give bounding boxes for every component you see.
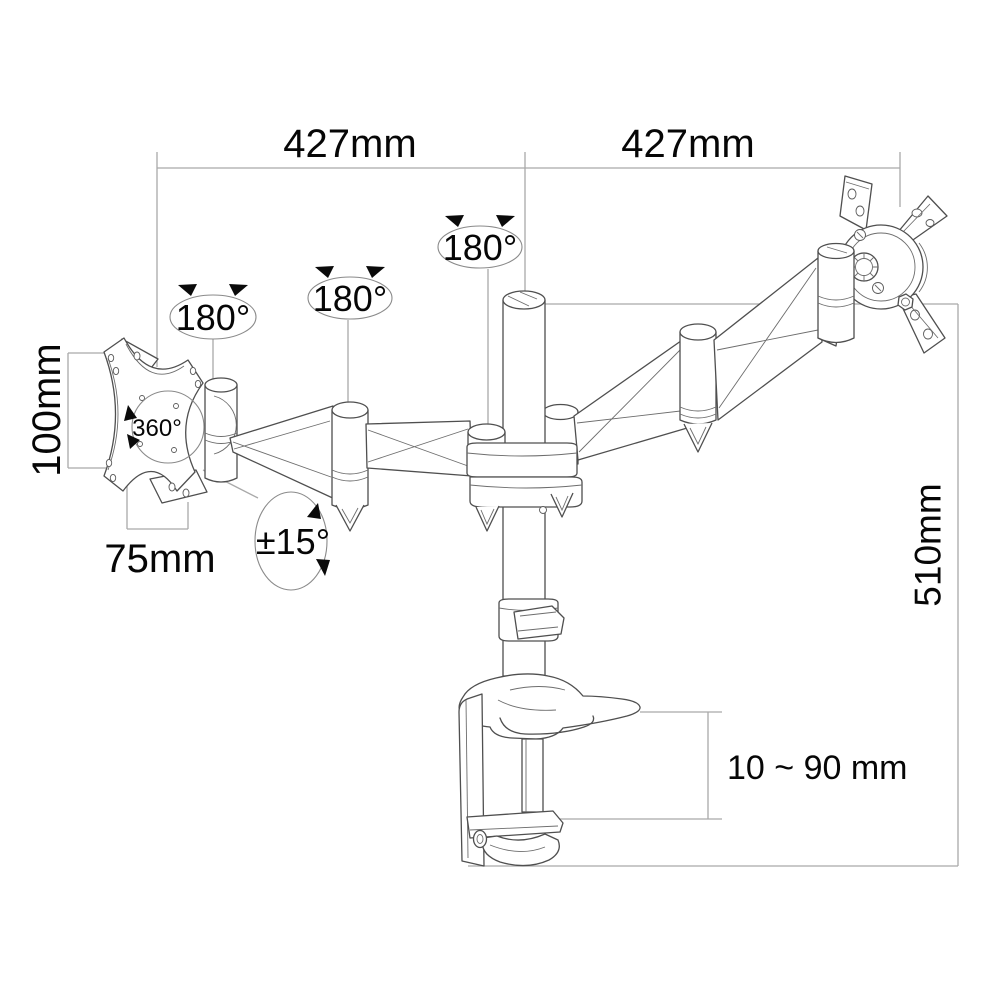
joint-column-rotation-label: 180° — [443, 227, 517, 268]
upper-arm-right-segment — [713, 257, 823, 421]
clamp-knob — [472, 829, 488, 849]
annotations: 360° 180° 180° 180° ±15° — [25, 122, 949, 787]
clamp-screw-column — [521, 738, 544, 813]
left-vesa-face — [103, 337, 204, 492]
monitor-arm-drawing — [103, 175, 948, 867]
joint-left-rotation-callout: 180° — [169, 284, 257, 340]
desk-clamp — [458, 673, 641, 867]
clamp-top-casting — [458, 673, 641, 740]
joint-column-rotation-callout: 180° — [437, 215, 523, 269]
rotation-arrow-up-icon — [124, 405, 137, 421]
joint-middle-rotation-label: 180° — [313, 278, 387, 319]
right-elbow-cylinder — [679, 323, 717, 453]
vesa-rotation-callout: 360° — [124, 390, 205, 464]
dim-label-arm-left: 427mm — [283, 122, 416, 166]
clamp-bottom-plate — [466, 810, 564, 839]
lower-arm-left-segment — [229, 405, 338, 501]
joint-left-rotation-label: 180° — [176, 297, 250, 338]
dim-label-clamp-range: 10 ~ 90 mm — [727, 749, 907, 787]
right-vesa-hub — [838, 224, 928, 311]
joint-middle-rotation-callout: 180° — [307, 266, 393, 320]
dimension-lines — [67, 152, 959, 867]
elbow-joint-cylinder — [331, 401, 369, 532]
right-joint-cylinder — [817, 242, 855, 344]
tilt-ellipse — [254, 491, 328, 591]
vesa-rotation-label: 360° — [132, 415, 182, 442]
vesa-rotation-circle — [131, 390, 205, 464]
tilt-callout: ±15° — [254, 491, 330, 591]
left-joint-cylinder — [204, 377, 238, 483]
dim-label-column-height: 510mm — [908, 483, 949, 606]
clamp-foot-pad — [481, 833, 560, 867]
lower-arm-right-segment — [365, 420, 473, 477]
tilt-arrow-up-icon — [307, 503, 321, 519]
left-vesa-plate — [103, 337, 208, 504]
tilt-arrow-down-icon — [316, 559, 330, 576]
height-adjustment-ring — [498, 598, 565, 642]
dim-label-vesa-height: 100mm — [25, 343, 69, 476]
tilt-label: ±15° — [256, 521, 330, 562]
dim-label-arm-right: 427mm — [621, 122, 754, 166]
dim-label-vesa-width: 75mm — [104, 537, 215, 581]
rotation-arrow-down-icon — [127, 434, 140, 449]
column-collar — [466, 423, 583, 532]
upper-arm-left-segment — [573, 335, 695, 461]
